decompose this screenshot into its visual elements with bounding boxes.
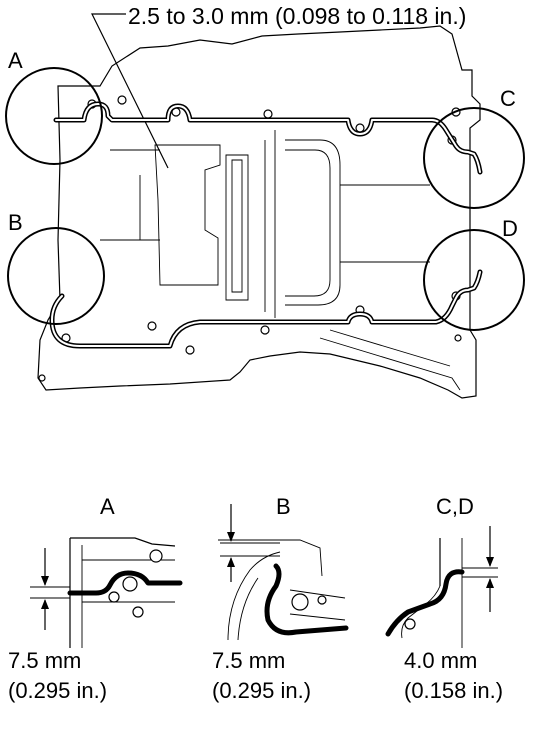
callout-circle-d bbox=[423, 229, 525, 331]
detail-a-value: 7.5 mm bbox=[8, 648, 81, 673]
callout-label-c: C bbox=[500, 86, 516, 111]
detail-cd: C,D 4.0 mm (0.158 in.) bbox=[385, 494, 503, 703]
detail-cd-value: 4.0 mm bbox=[404, 648, 477, 673]
callout-label-a: A bbox=[8, 48, 23, 73]
detail-a-title: A bbox=[100, 494, 115, 519]
bead-width-spec: 2.5 to 3.0 mm (0.098 to 0.118 in.) bbox=[128, 3, 466, 29]
spec-leader-line bbox=[91, 13, 169, 169]
detail-b-value-in: (0.295 in.) bbox=[212, 678, 311, 703]
detail-cd-title: C,D bbox=[436, 494, 474, 519]
callout-label-d: D bbox=[502, 216, 518, 241]
callout-circle-a bbox=[5, 67, 103, 165]
detail-b-title: B bbox=[276, 494, 291, 519]
detail-b: B 7.5 mm (0.295 in.) bbox=[212, 494, 349, 703]
callout-circle-b bbox=[7, 227, 105, 325]
detail-a: A 7.5 mm (0.295 in.) bbox=[8, 494, 183, 703]
detail-cd-value-in: (0.158 in.) bbox=[404, 678, 503, 703]
sealant-bead bbox=[49, 101, 483, 349]
callout-label-b: B bbox=[8, 210, 23, 235]
callout-circle-c bbox=[423, 107, 525, 209]
detail-b-value: 7.5 mm bbox=[212, 648, 285, 673]
detail-a-value-in: (0.295 in.) bbox=[8, 678, 107, 703]
housing-outline bbox=[37, 25, 481, 399]
